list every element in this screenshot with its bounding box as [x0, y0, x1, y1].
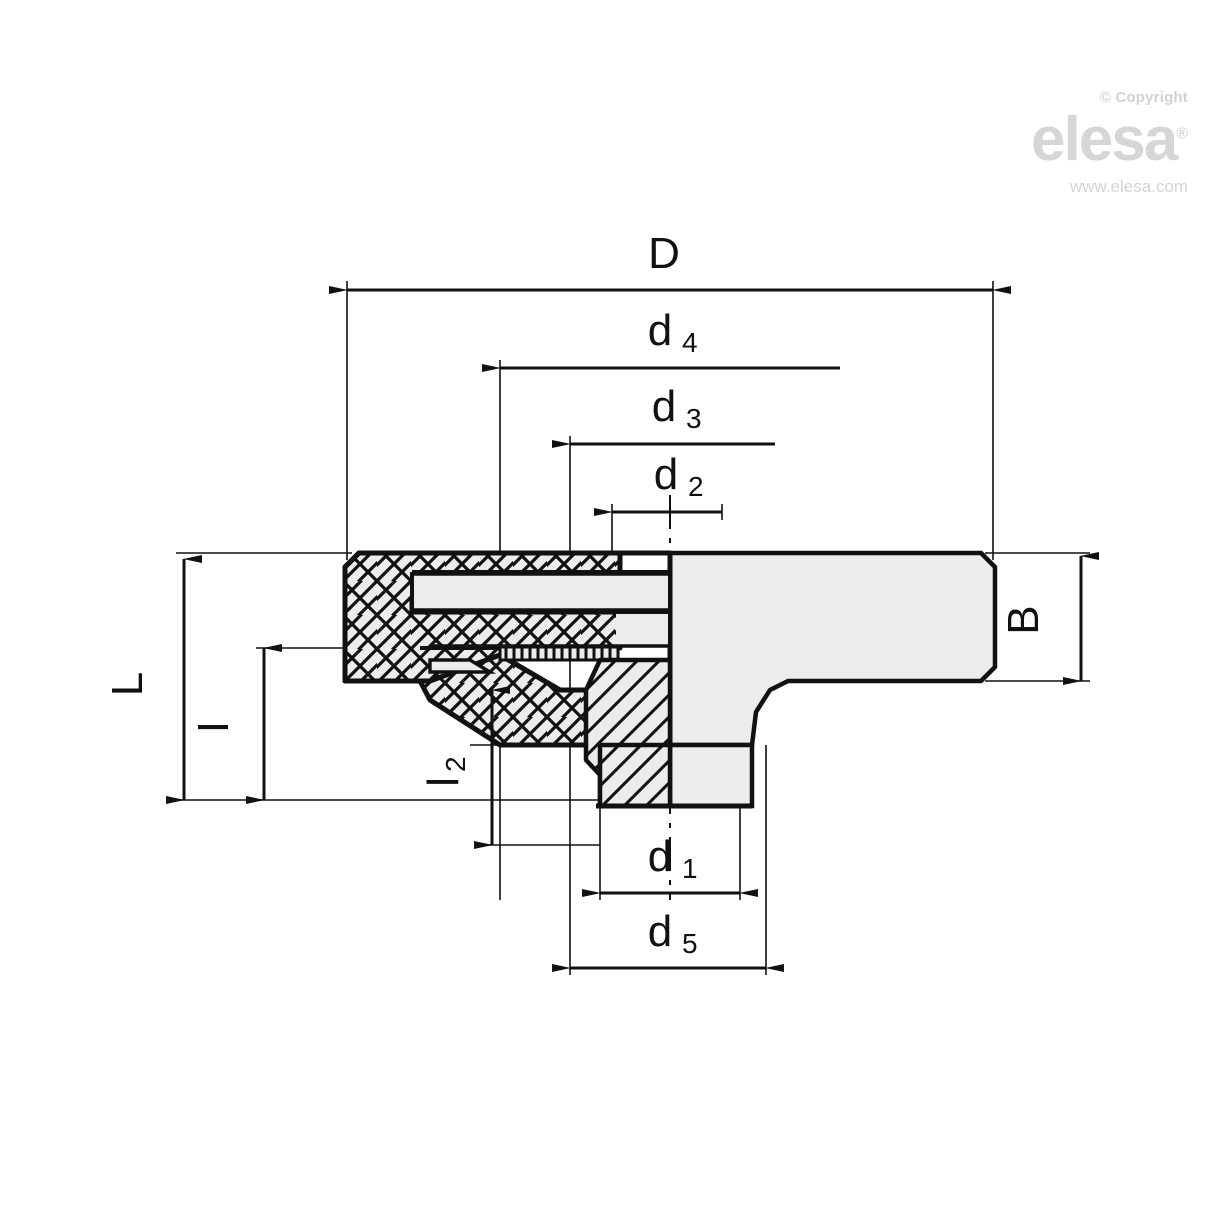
website-text: www.elesa.com: [1069, 176, 1188, 196]
dimension-label-d1: d 1: [648, 832, 698, 884]
dimension-labels: D d 4 d 3 d 2 d 1: [103, 229, 1048, 959]
svg-text:d: d: [648, 907, 672, 956]
dimension-label-l2: l 2: [419, 756, 471, 786]
dimension-label-I: I: [189, 721, 238, 733]
dimension-label-B: B: [999, 605, 1048, 634]
rim-outside-profile: [667, 550, 998, 748]
dimension-label-L: L: [103, 672, 152, 696]
dimension-label-d5: d 5: [648, 907, 698, 959]
dimension-lines: [165, 286, 1100, 972]
dimension-label-d4: d 4: [648, 306, 698, 358]
svg-text:d: d: [648, 306, 672, 355]
part-cross-section: D d 4 d 3 d 2 d 1: [103, 229, 1100, 975]
dimension-label-D: D: [648, 229, 680, 278]
svg-text:3: 3: [686, 403, 702, 434]
copyright-text: © Copyright: [1099, 89, 1188, 106]
elesa-watermark: © Copyright elesa® www.elesa.com: [1008, 90, 1188, 195]
knurl-interface: [498, 645, 620, 662]
svg-text:4: 4: [682, 327, 698, 358]
dimension-label-d3: d 3: [652, 382, 702, 434]
hub-outside-profile: [667, 742, 755, 809]
svg-text:d: d: [652, 382, 676, 431]
recess-fill: [414, 574, 668, 646]
rim-chamfer-detail: [428, 658, 497, 674]
svg-text:2: 2: [440, 756, 471, 772]
svg-text:l: l: [419, 777, 468, 787]
svg-text:d: d: [648, 832, 672, 881]
svg-text:5: 5: [682, 928, 698, 959]
dimension-label-d2: d 2: [654, 450, 704, 502]
elesa-logo: elesa®: [1008, 109, 1188, 171]
registered-mark: ®: [1176, 125, 1188, 143]
svg-text:1: 1: [682, 853, 698, 884]
metal-insert-step: [597, 742, 673, 809]
elesa-logo-text: elesa: [1031, 105, 1178, 174]
svg-text:d: d: [654, 450, 678, 499]
svg-text:2: 2: [688, 471, 704, 502]
